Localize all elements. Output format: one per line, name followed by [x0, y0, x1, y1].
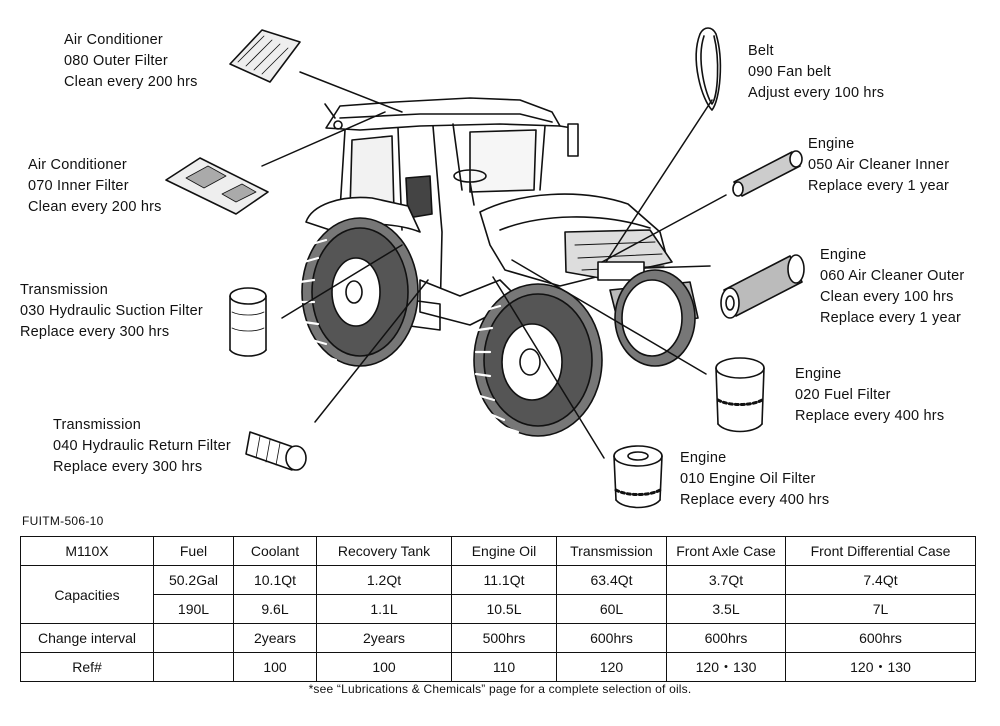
callout-line: 010 Engine Oil Filter [680, 471, 816, 487]
callout-line: 060 Air Cleaner Outer [820, 268, 965, 284]
callout-hydraulic-suction-filter: Transmission 030 Hydraulic Suction Filter… [20, 280, 203, 343]
callout-line: 070 Inner Filter [28, 178, 129, 194]
table-cell: 500hrs [451, 623, 557, 653]
hydraulic-suction-filter-part [229, 287, 267, 357]
table-cell: 1.2Qt [316, 565, 452, 595]
callout-line: Engine [808, 136, 855, 152]
callout-line: Replace every 1 year [808, 178, 950, 194]
table-cell: 1.1L [316, 594, 452, 624]
engine-oil-filter-part [613, 445, 663, 509]
table-cell: 9.6L [233, 594, 317, 624]
callout-line: Belt [748, 43, 774, 59]
callout-line: Replace every 300 hrs [20, 324, 170, 340]
air-cleaner-inner-part [732, 150, 803, 197]
callout-line: 090 Fan belt [748, 64, 832, 80]
callout-line: 020 Fuel Filter [795, 387, 891, 403]
table-cell: 3.5L [666, 594, 786, 624]
callout-line: Transmission [20, 282, 109, 298]
table-column-header: Recovery Tank [316, 536, 452, 566]
table-column-header: Front Differential Case [785, 536, 976, 566]
callout-line: Clean every 200 hrs [64, 74, 198, 90]
ac-outer-filter-part [229, 29, 301, 83]
tractor-illustration [165, 27, 805, 509]
table-column-header: Engine Oil [451, 536, 557, 566]
leader-lines [261, 71, 727, 459]
callout-line: Clean every 200 hrs [28, 199, 162, 215]
ac-inner-filter-part [165, 157, 269, 215]
table-cell [153, 623, 234, 653]
table-column-header: Front Axle Case [666, 536, 786, 566]
table-cell: 190L [153, 594, 234, 624]
callout-line: Engine [680, 450, 727, 466]
table-row-label: Change interval [20, 623, 154, 653]
table-cell: 7L [785, 594, 976, 624]
callout-line: Adjust every 100 hrs [748, 85, 885, 101]
tractor-drawing [298, 97, 699, 437]
footnote: *see “Lubrications & Chemicals” page for… [308, 682, 692, 696]
callout-line: 080 Outer Filter [64, 53, 168, 69]
callout-line: Replace every 300 hrs [53, 459, 203, 475]
table-cell: 10.5L [451, 594, 557, 624]
callout-line: 030 Hydraulic Suction Filter [20, 303, 203, 319]
table-cell: 63.4Qt [556, 565, 667, 595]
table-cell [153, 652, 234, 682]
callout-line: Clean every 100 hrs [820, 289, 954, 305]
table-cell: 120 [556, 652, 667, 682]
table-cell: 50.2Gal [153, 565, 234, 595]
table-column-header: Coolant [233, 536, 317, 566]
table-cell: 7.4Qt [785, 565, 976, 595]
table-cell: 60L [556, 594, 667, 624]
callout-line: Transmission [53, 417, 142, 433]
table-column-header: Fuel [153, 536, 234, 566]
table-row-label: Ref# [20, 652, 154, 682]
table-cell: 100 [316, 652, 452, 682]
table-model-cell: M110X [20, 536, 154, 566]
table-row-label: Capacities [20, 565, 154, 624]
table-cell: 120・130 [785, 652, 976, 682]
callout-line: Air Conditioner [64, 32, 163, 48]
table-cell: 600hrs [556, 623, 667, 653]
document-id: FUITM-506-10 [22, 514, 104, 528]
callout-line: 040 Hydraulic Return Filter [53, 438, 231, 454]
table-cell: 2years [233, 623, 317, 653]
callout-line: Replace every 1 year [820, 310, 962, 326]
hydraulic-return-filter-part [245, 431, 307, 471]
table-cell: 11.1Qt [451, 565, 557, 595]
table-cell: 10.1Qt [233, 565, 317, 595]
table-cell: 600hrs [666, 623, 786, 653]
table-cell: 120・130 [666, 652, 786, 682]
fuel-filter-part [715, 357, 765, 433]
table-cell: 2years [316, 623, 452, 653]
callout-line: Replace every 400 hrs [680, 492, 830, 508]
table-cell: 110 [451, 652, 557, 682]
callout-line: Replace every 400 hrs [795, 408, 945, 424]
table-column-header: Transmission [556, 536, 667, 566]
callout-line: 050 Air Cleaner Inner [808, 157, 950, 173]
fan-belt-part [695, 27, 722, 111]
table-cell: 100 [233, 652, 317, 682]
table-cell: 3.7Qt [666, 565, 786, 595]
table-cell: 600hrs [785, 623, 976, 653]
callout-line: Air Conditioner [28, 157, 127, 173]
callout-line: Engine [795, 366, 842, 382]
callout-line: Engine [820, 247, 867, 263]
air-cleaner-outer-part [720, 254, 805, 319]
